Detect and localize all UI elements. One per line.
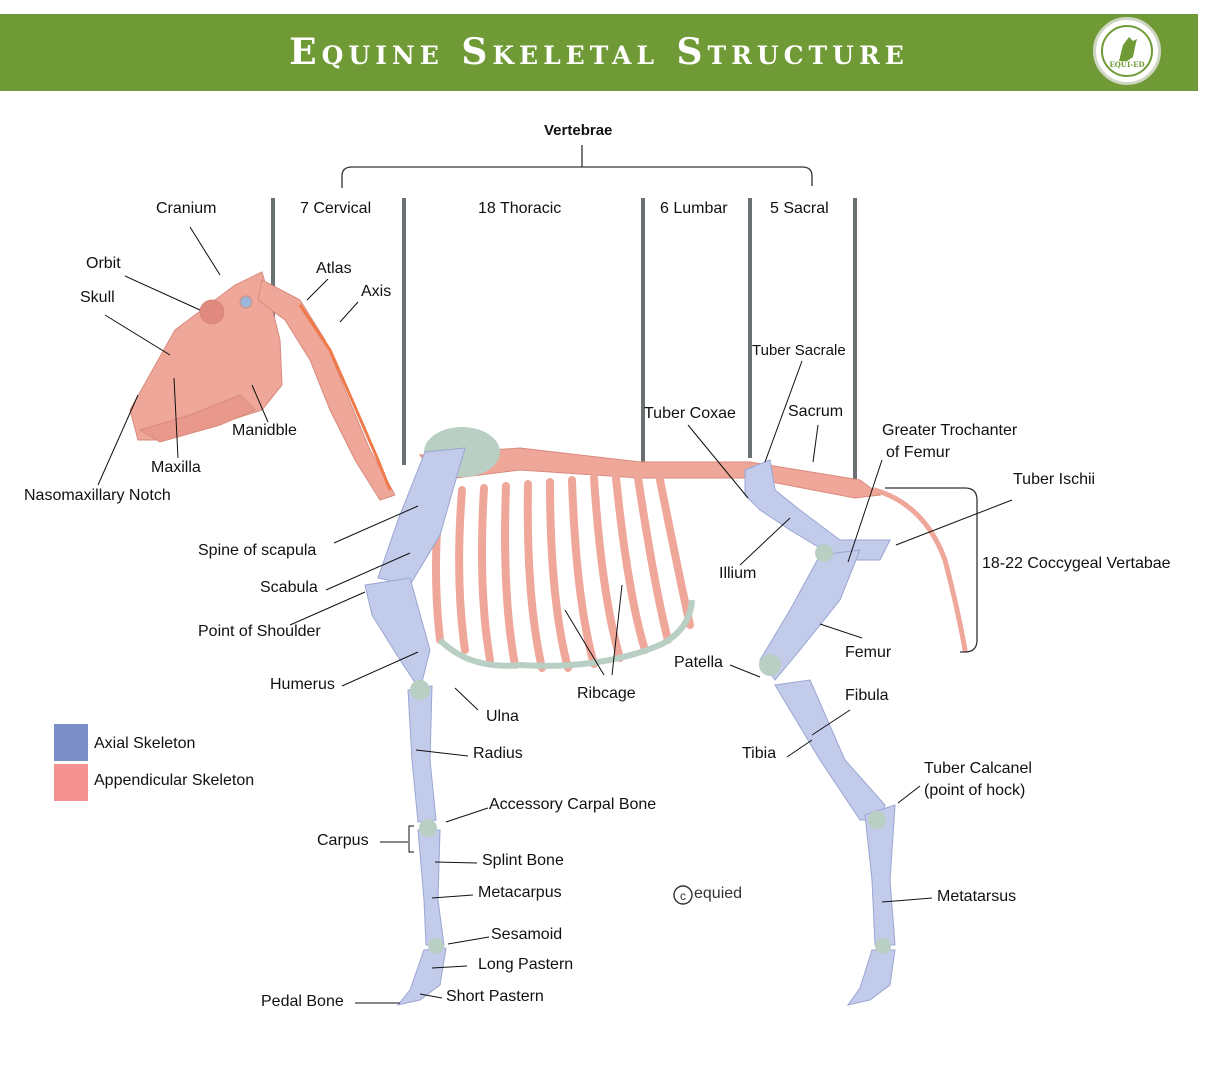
label-metatarsus: Metatarsus <box>937 888 1017 905</box>
copyright-icon: c <box>673 885 693 905</box>
label-sesamoid: Sesamoid <box>491 926 563 943</box>
label-tuber-ischii: Tuber Ischii <box>1013 471 1096 488</box>
label-skull: Skull <box>80 289 115 306</box>
region-lumbar: 6 Lumbar <box>660 200 728 217</box>
thoracic-lumbar-spine <box>419 447 882 499</box>
skull-bone <box>129 271 283 443</box>
region-thoracic: 18 Thoracic <box>478 200 562 217</box>
legend-label-appendicular: Appendicular Skeleton <box>94 772 255 789</box>
copyright-text: equied <box>694 885 743 902</box>
label-greater-trochanter: Greater Trochanter <box>882 422 1018 439</box>
label-maxilla: Maxilla <box>151 459 201 476</box>
label-spine-of-scapula: Spine of scapula <box>198 542 317 559</box>
label-femur: Femur <box>845 644 892 661</box>
coccygeal-brace <box>885 487 978 653</box>
label-nasomaxillary-notch: Nasomaxillary Notch <box>24 487 171 504</box>
label-tuber-sacrale: Tuber Sacrale <box>752 342 846 359</box>
label-ribcage: Ribcage <box>577 685 636 702</box>
label-sacrum: Sacrum <box>788 403 844 420</box>
svg-text:c: c <box>680 889 686 903</box>
label-ulna: Ulna <box>486 708 519 725</box>
label-illium: Illium <box>719 565 757 582</box>
label-coccygeal-vertebrae: 18-22 Coccygeal Vertabae <box>982 555 1171 572</box>
costal-cartilage <box>437 599 695 669</box>
label-orbit: Orbit <box>86 255 121 272</box>
vertebrae-title: Vertebrae <box>544 122 613 139</box>
region-cervical: 7 Cervical <box>300 200 372 217</box>
page-title: Equine Skeletal Structure <box>289 31 909 73</box>
logo-text: EQUI-ED <box>1109 60 1145 69</box>
label-pedal-bone: Pedal Bone <box>261 993 344 1010</box>
label-radius: Radius <box>473 745 523 762</box>
ribs <box>432 474 694 672</box>
label-carpus: Carpus <box>317 832 369 849</box>
hindleg-bones <box>744 459 896 1006</box>
label-metacarpus: Metacarpus <box>478 884 562 901</box>
label-tibia: Tibia <box>742 745 777 762</box>
cervical-vertebrae <box>257 279 396 501</box>
leader-lines <box>97 226 1013 1004</box>
legend-swatch-appendicular <box>54 764 88 801</box>
label-scabula: Scabula <box>260 579 318 596</box>
foreleg-bones <box>364 427 500 1006</box>
label-atlas: Atlas <box>316 260 352 277</box>
coccygeal-tail <box>872 487 968 653</box>
label-point-of-shoulder: Point of Shoulder <box>198 623 321 640</box>
label-cranium: Cranium <box>156 200 217 217</box>
label-long-pastern: Long Pastern <box>478 956 574 973</box>
label-point-of-hock: (point of hock) <box>924 782 1026 799</box>
title-banner: Equine Skeletal Structure <box>0 14 1198 91</box>
vertebrae-brace <box>341 145 813 188</box>
label-tuber-calcanel: Tuber Calcanel <box>924 760 1032 777</box>
label-accessory-carpal-bone: Accessory Carpal Bone <box>489 796 657 813</box>
legend-label-axial: Axial Skeleton <box>94 735 196 752</box>
label-patella: Patella <box>674 654 723 671</box>
label-manidble: Manidble <box>232 422 297 439</box>
label-short-pastern: Short Pastern <box>446 988 544 1005</box>
label-of-femur: of Femur <box>886 444 951 461</box>
label-axis: Axis <box>361 283 392 300</box>
label-fibula: Fibula <box>845 687 889 704</box>
horse-head-icon <box>1101 25 1153 77</box>
label-tuber-coxae: Tuber Coxae <box>644 405 736 422</box>
region-sacral: 5 Sacral <box>770 200 829 217</box>
foreleg-joints <box>410 680 444 954</box>
hindleg-joints <box>759 544 891 954</box>
legend-swatch-axial <box>54 724 88 761</box>
label-humerus: Humerus <box>270 676 335 693</box>
equied-logo: EQUI-ED <box>1093 17 1161 85</box>
label-splint-bone: Splint Bone <box>482 852 564 869</box>
region-dividers <box>271 198 857 484</box>
